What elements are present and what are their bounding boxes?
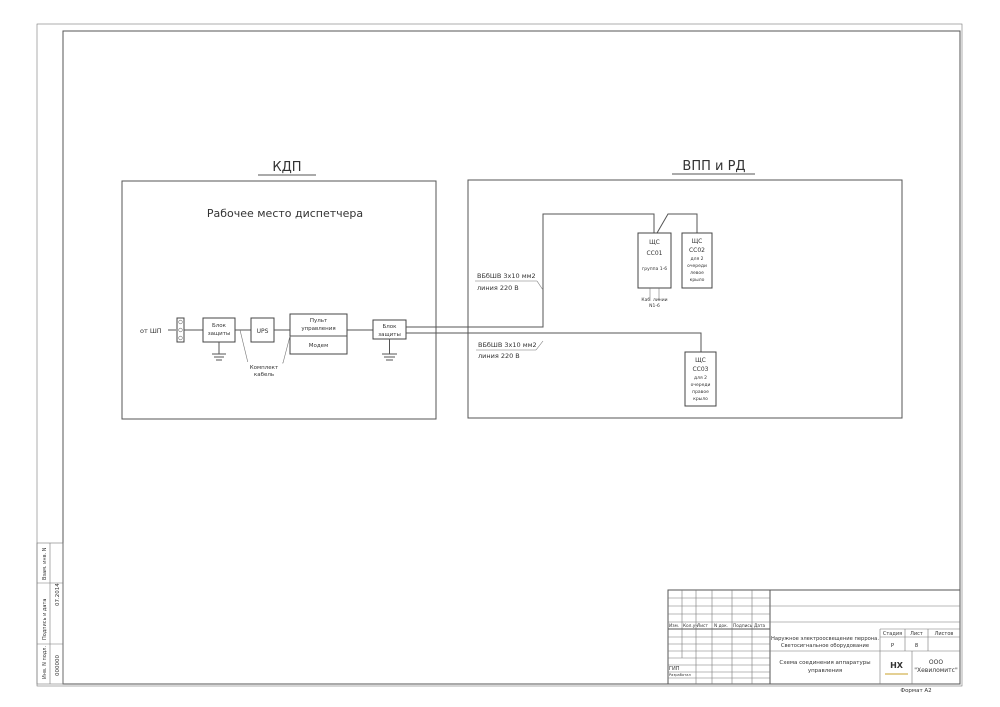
shs1-line2: СС01	[646, 250, 662, 257]
shs1-line1: ЩС	[649, 239, 660, 246]
protection-block-1-line1: Блок	[212, 323, 227, 329]
kdp-area	[121, 180, 437, 420]
protection-block-2-line2: защиты	[378, 332, 401, 338]
console-line1: Пульт	[310, 318, 328, 324]
logo-text: НХ	[890, 661, 904, 670]
kit-cable-line1: Комплект	[250, 365, 279, 371]
title-block	[667, 589, 961, 685]
shs2-line5: левое	[690, 271, 704, 276]
vpp-area	[467, 179, 903, 419]
side-date-value: 07.2014	[55, 583, 61, 606]
tb-hdr-podpis: Подпись	[733, 623, 753, 629]
side-sign-date: Подпись и дата	[42, 599, 48, 640]
tb-sheet-hdr: Лист	[910, 631, 923, 637]
shs2-line4: очереди	[687, 264, 707, 269]
cable1-line: линия 220 В	[477, 284, 519, 292]
shs2-line3: для 2	[691, 256, 704, 262]
shs3-line5: правое	[692, 390, 709, 395]
control-console	[289, 313, 348, 355]
tb-project-line1: Наружное электроосвещение перрона.	[771, 636, 879, 642]
shs2-line1: ЩС	[692, 238, 703, 245]
cable2-label: ВБбШВ 3х10 мм2	[478, 341, 537, 349]
tb-hdr-data: Дата	[754, 623, 765, 629]
vpp-title: ВПП и РД	[682, 159, 745, 174]
shs3-line6: крыло	[693, 397, 708, 402]
tb-drawing-line1: Схема соединения аппаратуры	[779, 660, 870, 666]
cable2-line: линия 220 В	[478, 352, 520, 360]
shs3-line4: очереди	[691, 383, 711, 388]
tb-gip: ГИП	[669, 666, 680, 672]
console-line2: управления	[301, 326, 335, 332]
sheet-frame	[62, 30, 961, 685]
link-shs1-shs2	[656, 213, 698, 234]
shs-cc01	[637, 232, 672, 289]
tb-razrab: Разработал	[669, 673, 691, 677]
side-inv-sub: Инв. N подл.	[42, 646, 48, 679]
side-inv-value: 000000	[55, 655, 61, 676]
from-shp-label: от ШП	[140, 327, 162, 335]
tb-stage-hdr: Стадия	[883, 631, 902, 637]
shs3-line1: ЩС	[695, 357, 706, 364]
tb-org-line1: ООО	[929, 659, 943, 666]
shs1-note-line1: Каб. линии	[641, 297, 667, 303]
tb-hdr-izm: Изм.	[669, 623, 679, 629]
shs1-note-line2: N1-6	[649, 303, 660, 309]
tb-drawing-line2: управления	[808, 668, 842, 674]
shs3-line3: для 2	[694, 375, 707, 381]
cable-line-2	[406, 332, 702, 352]
shs-cc03	[684, 351, 717, 407]
tb-hdr-kol: Кол.уч	[683, 623, 698, 629]
ups-label: UPS	[257, 328, 269, 335]
protection-block-1-line2: защиты	[208, 331, 231, 337]
kdp-title: КДП	[272, 160, 301, 175]
cable-line-1	[406, 213, 655, 328]
cable1-label: ВБбШВ 3х10 мм2	[477, 272, 536, 280]
tb-project-line2: Светосигнальное оборудование	[781, 643, 869, 649]
protection-block-1	[202, 317, 236, 343]
tb-stage: Р	[891, 643, 895, 649]
tb-sheet: 8	[915, 643, 919, 649]
protection-block-2-line1: Блок	[383, 324, 398, 330]
kit-cable-line2: кабель	[254, 372, 274, 378]
company-logo: НХ	[883, 654, 910, 680]
tb-hdr-ndok: N док.	[714, 623, 728, 629]
shs-cc02	[681, 232, 713, 289]
sheet-outer-border	[36, 23, 963, 687]
tb-sheets-hdr: Листов	[935, 631, 954, 637]
shs3-line2: СС03	[692, 366, 708, 373]
terminal-block	[176, 317, 185, 343]
shs2-line6: крыло	[690, 278, 705, 283]
shs2-line2: СС02	[689, 247, 705, 254]
tb-format: Формат А2	[900, 688, 931, 694]
workplace-title: Рабочее место диспетчера	[207, 207, 363, 220]
tb-hdr-list: Лист	[697, 623, 708, 629]
shs1-line3: группа 1-6	[642, 266, 667, 272]
tb-org-line2: "Хевиломитс"	[914, 667, 958, 674]
side-vzam: Взам. инв. N	[42, 547, 48, 580]
modem-label: Модем	[309, 343, 328, 349]
